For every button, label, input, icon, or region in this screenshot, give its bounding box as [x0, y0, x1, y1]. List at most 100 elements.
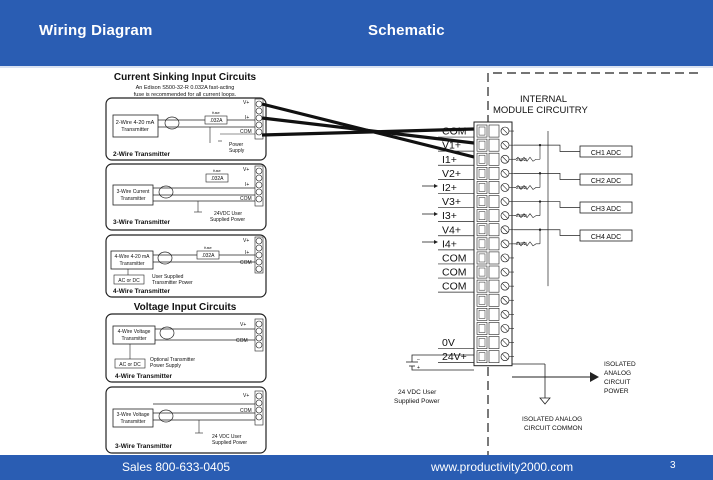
box4-supply-line2: Power Supply	[150, 363, 181, 369]
four-wire-current-box: 4-Wire 4-20 mA Transmitter fuse .032A AC…	[105, 234, 267, 298]
box4-caption: 4-Wire Transmitter	[115, 373, 172, 380]
box1-fuse-value: .032A	[209, 118, 223, 124]
box4-ac-dc: AC or DC	[119, 362, 141, 368]
box2-fuse-value: .032A	[210, 176, 224, 182]
box5-device-line1: 3-Wire Voltage	[117, 412, 150, 418]
terminal-label: V1+	[442, 140, 461, 152]
isolated-power-line2: ANALOG	[604, 370, 631, 377]
box2-term-com: COM	[240, 196, 252, 202]
box3-caption: 4-Wire Transmitter	[113, 288, 170, 295]
resistor-label-4: 250Ω	[516, 241, 528, 246]
box3-ac-dc: AC or DC	[118, 278, 140, 284]
terminal-labels: COMV1+I1+V2+I2+V3+I3+V4+I4+COMCOMCOM0V24…	[438, 126, 474, 363]
box4-supply-line1: Optional Transmitter	[150, 357, 195, 363]
terminal-label: I1+	[442, 154, 457, 166]
fuse-note-line2: fuse is recommended for all current loop…	[134, 92, 237, 98]
current-section-title: Current Sinking Input Circuits	[114, 72, 257, 83]
connection-wires	[261, 102, 475, 159]
internal-circuitry	[422, 130, 580, 357]
fuse-note-line1: An Edison S500-32-R 0.032A fast-acting	[136, 85, 235, 91]
box2-term-vplus: V+	[243, 167, 249, 173]
isolated-common-line1: ISOLATED ANALOG	[522, 416, 582, 423]
box5-supply-line2: Supplied Power	[212, 440, 247, 446]
adc-ch2: CH2 ADC	[579, 173, 633, 186]
terminal-label: 0V	[442, 337, 455, 349]
external-24vdc-supply: – +	[406, 354, 474, 371]
isolated-power-line3: CIRCUIT	[604, 379, 630, 386]
box3-supply-line2: Transmitter Power	[152, 280, 193, 286]
box5-caption: 3-Wire Transmitter	[115, 443, 172, 450]
terminal-label: COM	[442, 252, 467, 264]
box2-fuse-label: fuse	[213, 168, 221, 173]
box1-fuse-label: fuse	[212, 110, 220, 115]
terminal-label: COM	[442, 281, 467, 293]
box1-term-com: COM	[240, 129, 252, 135]
terminal-label: V3+	[442, 196, 461, 208]
header-divider	[0, 66, 713, 68]
box1-device-line1: 2-Wire 4-20 mA	[116, 120, 155, 126]
wiring-diagram-title: Wiring Diagram	[39, 22, 153, 39]
box5-term-vplus: V+	[243, 393, 249, 399]
adc-ch1-label: CH1 ADC	[591, 150, 621, 157]
terminal-label: 24V+	[442, 351, 467, 363]
svg-text:–: –	[417, 357, 420, 363]
terminal-label: COM	[442, 267, 467, 279]
box5-supply-line1: 24 VDC User	[212, 434, 242, 440]
four-wire-voltage-box: 4-Wire Voltage Transmitter AC or DC Opti…	[105, 313, 267, 383]
supply-label-line2: Supplied Power	[394, 398, 440, 405]
resistor-label-1: 250Ω	[516, 157, 528, 162]
box3-supply-line1: User Supplied	[152, 274, 184, 280]
box1-term-iplus: I+	[245, 115, 249, 121]
three-wire-voltage-box: 3-Wire Voltage Transmitter 24 VDC User S…	[105, 386, 267, 454]
isolated-power-line1: ISOLATED	[604, 361, 636, 368]
box3-fuse-label: fuse	[204, 245, 212, 250]
box1-supply-line1: Power	[229, 142, 244, 148]
internal-label-line2: MODULE CIRCUITRY	[493, 105, 588, 116]
adc-ch2-label: CH2 ADC	[591, 178, 621, 185]
box2-device-line2: Transmitter	[120, 196, 145, 202]
adc-ch3: CH3 ADC	[579, 201, 633, 214]
box3-device-line2: Transmitter	[119, 261, 144, 267]
adc-ch4: CH4 ADC	[579, 229, 633, 242]
isolated-power-arrow	[512, 363, 599, 405]
header-bar	[0, 0, 713, 66]
box4-device-line1: 4-Wire Voltage	[118, 329, 151, 335]
box2-device-line1: 3-Wire Current	[117, 189, 150, 195]
sales-phone: Sales 800-633-0405	[122, 460, 231, 474]
page-number: 3	[670, 460, 676, 471]
terminal-label: I3+	[442, 210, 457, 222]
three-wire-current-box: 3-Wire Current Transmitter fuse .032A 24…	[105, 163, 267, 231]
box3-device-line1: 4-Wire 4-20 mA	[114, 254, 150, 260]
terminal-label: COM	[442, 126, 467, 138]
terminal-label: V4+	[442, 224, 461, 236]
box5-device-line2: Transmitter	[120, 419, 145, 425]
box3-term-com: COM	[240, 260, 252, 266]
two-wire-current-box: 2-Wire 4-20 mA Transmitter fuse .032A Po…	[105, 97, 267, 161]
isolated-common-line2: CIRCUIT COMMON	[524, 425, 583, 432]
footer-bar	[0, 455, 713, 480]
svg-text:+: +	[417, 365, 420, 371]
website-link[interactable]: www.productivity2000.com	[431, 460, 574, 474]
box2-supply-line2: Supplied Power	[210, 217, 245, 223]
box2-supply-line1: 24VDC User	[214, 211, 242, 217]
internal-module-boundary	[487, 72, 700, 455]
resistor-label-2: 250Ω	[516, 185, 528, 190]
box4-device-line2: Transmitter	[121, 336, 146, 342]
box1-caption: 2-Wire Transmitter	[113, 151, 170, 158]
terminal-block	[473, 121, 513, 367]
box1-term-vplus: V+	[243, 100, 249, 106]
wiring-schematic-diagram: Current Sinking Input Circuits An Edison…	[105, 72, 700, 455]
adc-ch3-label: CH3 ADC	[591, 206, 621, 213]
isolated-power-line4: POWER	[604, 388, 629, 395]
supply-label-line1: 24 VDC User	[398, 389, 437, 396]
terminal-label: I2+	[442, 182, 457, 194]
box3-term-iplus: I+	[245, 250, 249, 256]
box3-fuse-value: .032A	[201, 253, 215, 259]
box5-term-com: COM	[240, 408, 252, 414]
terminal-label: V2+	[442, 168, 461, 180]
box1-supply-line2: Supply	[229, 148, 245, 154]
box1-device-line2: Transmitter	[121, 127, 149, 133]
voltage-section-title: Voltage Input Circuits	[134, 302, 237, 313]
internal-label-line1: INTERNAL	[520, 94, 567, 105]
schematic-title: Schematic	[368, 22, 445, 39]
